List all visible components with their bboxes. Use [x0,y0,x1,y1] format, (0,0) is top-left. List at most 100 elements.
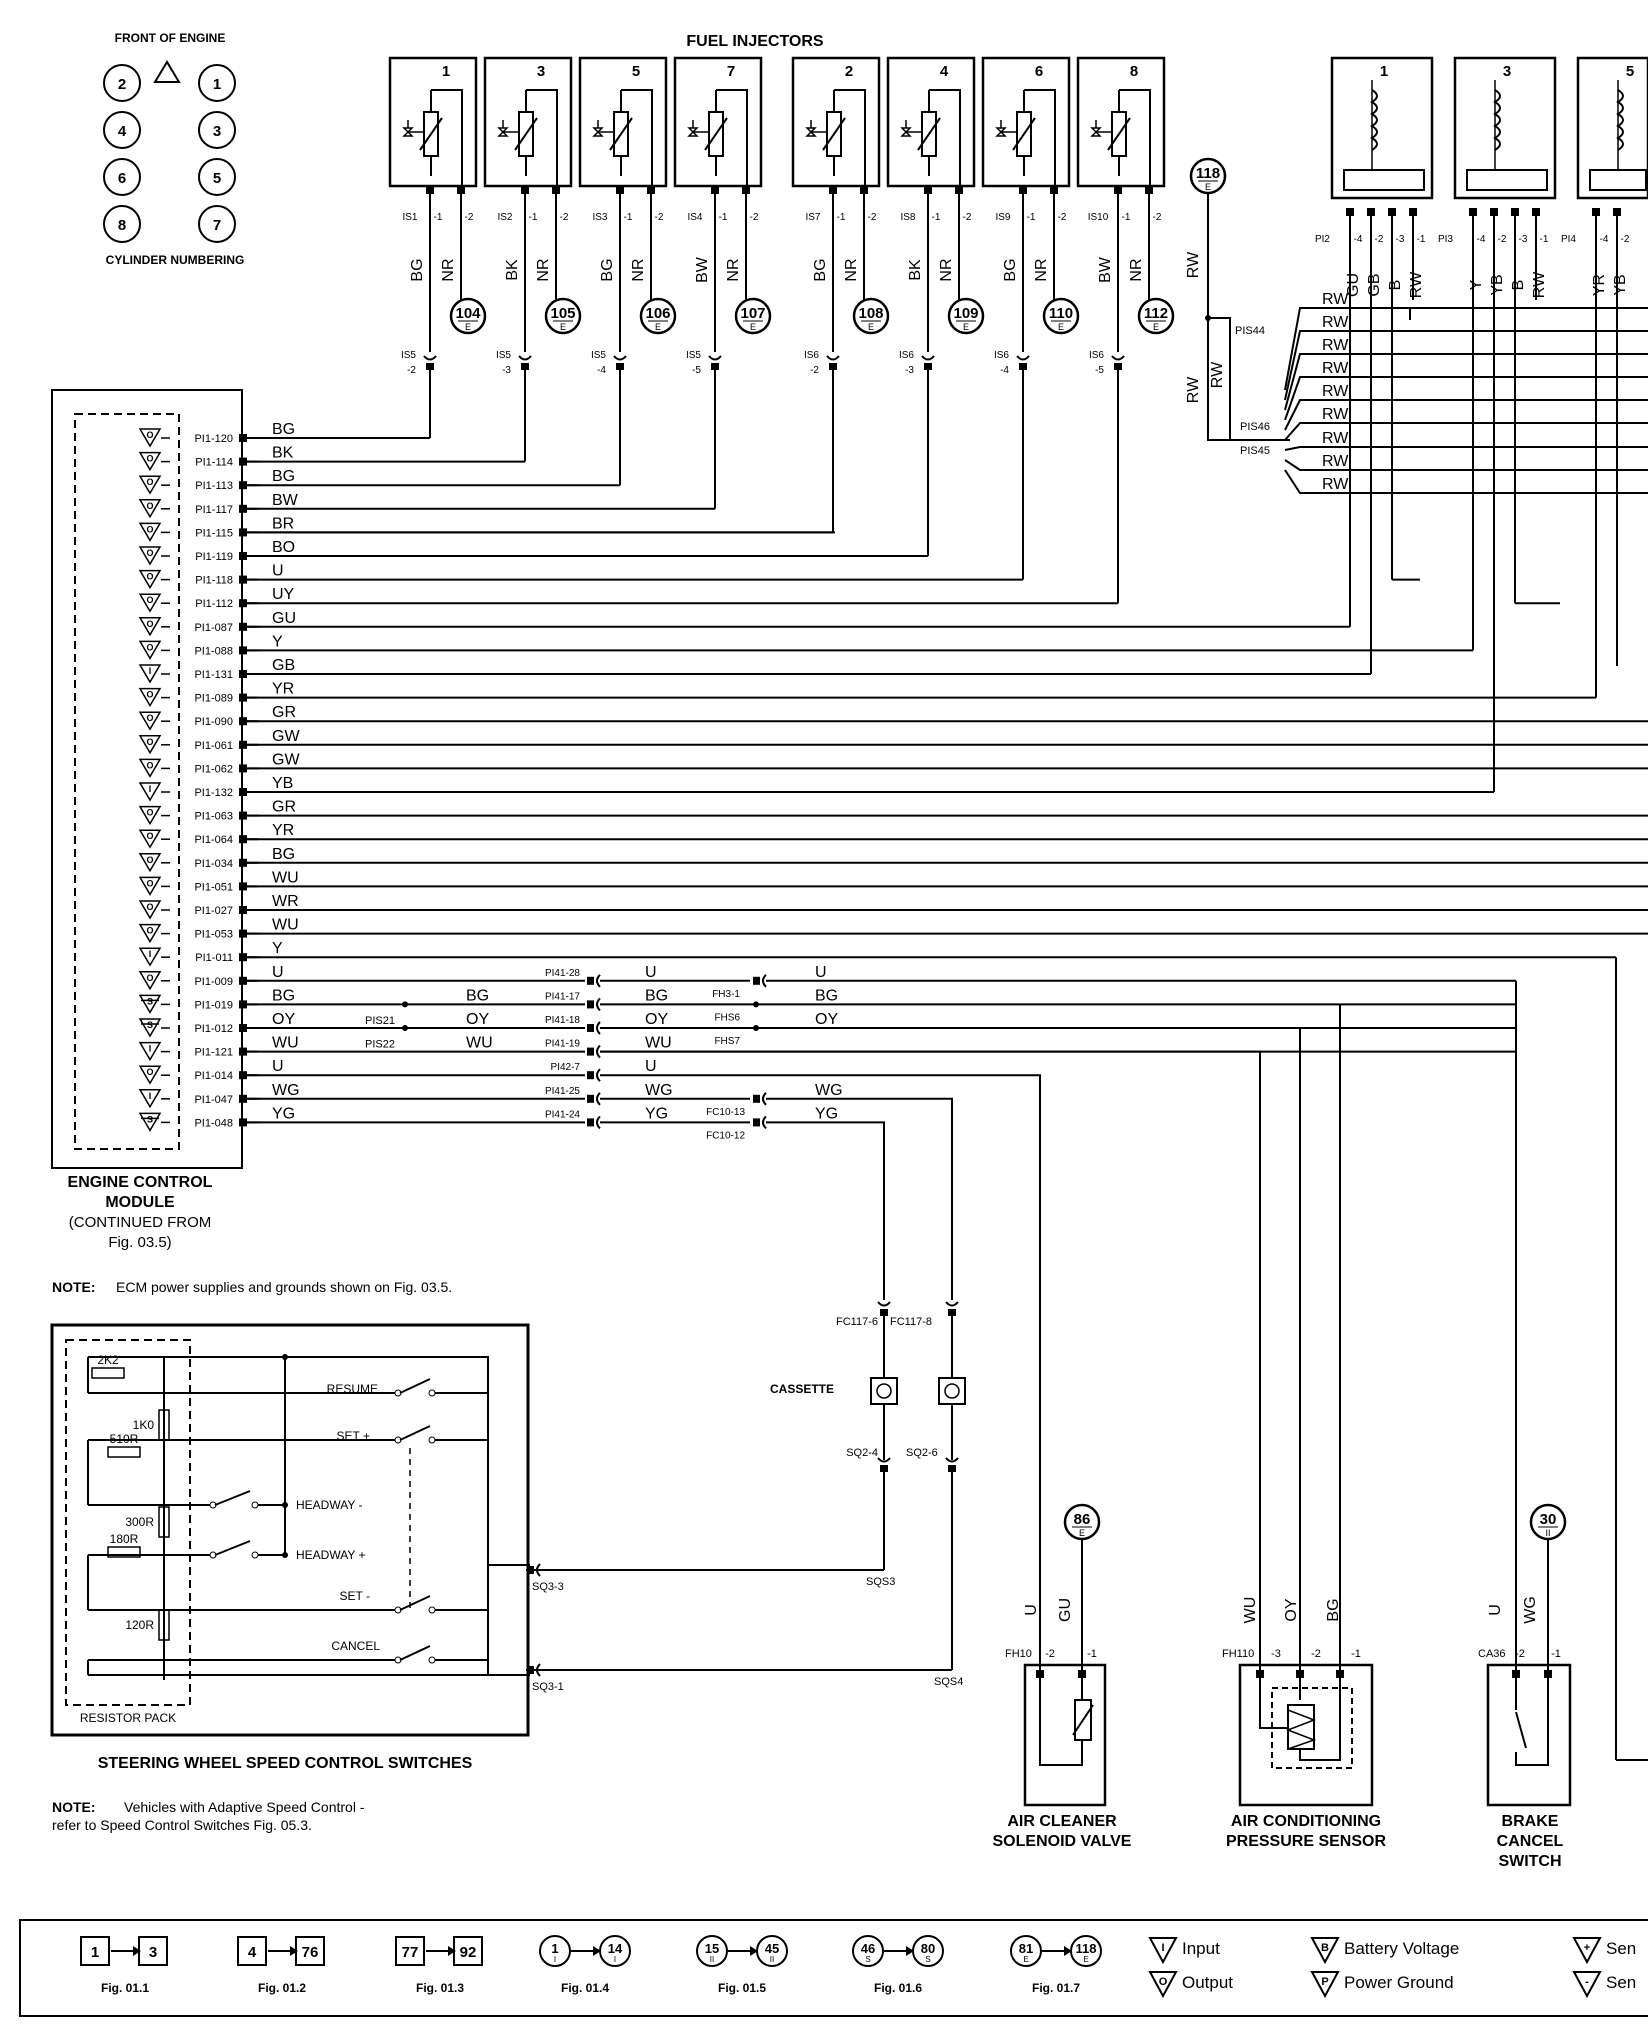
cylinder-number: 8 [118,217,126,234]
injector-pin [616,186,624,194]
ecm-pin-label: PI1-014 [194,1070,233,1082]
component-pin: -1 [1351,1648,1361,1660]
wire-color: YG [645,1105,668,1122]
wire-color: GU [272,610,296,627]
pin-type-symbol: O [146,855,153,865]
ecm-pin [239,457,247,466]
pin-type-symbol: O [146,524,153,534]
switch-contact [214,1490,251,1506]
pin-type-symbol: O [146,973,153,983]
reference-sub: E [1153,322,1159,332]
ecm-pin-label: PI1-012 [194,1023,233,1035]
inline-connector-pin: -4 [597,365,606,376]
pin-type-symbol: O [146,760,153,770]
ecm-pin-label: PI1-113 [195,480,233,492]
coil-pin [1409,208,1417,216]
cylinder-4 [103,111,141,149]
coil-pin-label: -2 [1621,234,1630,245]
ecm-pin-PI1-089: O [138,687,170,708]
ecm-pin [239,764,247,773]
coil-connector-label: PI4 [1561,234,1576,245]
coil-pin-label: -4 [1477,234,1486,245]
fuel-injector-1: 1 [388,56,478,188]
reference-number: 108 [858,305,883,322]
rw-wire [1207,318,1290,441]
pin-type-symbol: O [146,737,153,747]
component-pin [1512,1670,1520,1678]
injector-pin-label: -1 [624,212,633,223]
pin-type-symbol: O [146,501,153,511]
wire-color: WU [1242,1597,1259,1624]
inline-connector-label: PI41-18 [545,1015,580,1026]
ecm-pin-label: PI1-011 [195,952,233,964]
ecm-pin [239,434,247,442]
wire-color: RW [1209,361,1226,388]
cylinder-5 [198,158,236,196]
inline-connector-label: IS6 [804,350,819,361]
sq2-label: SQ2-4 [846,1447,878,1459]
resistor-value: 300R [125,1515,154,1529]
ecm-pin [239,976,247,985]
wire-color: BK [272,445,294,462]
injector-pin [1050,186,1058,194]
wire-color: Y [272,633,283,650]
pin-type-symbol: O [146,690,153,700]
injector-pin [647,186,655,194]
coil-pin [1388,208,1396,216]
ecm-pin [239,575,247,584]
ecm-pin [239,906,247,914]
injector-connector: IS1 [402,212,417,223]
legend-to: 118 [1076,1941,1097,1956]
injector-pin-label: -1 [1122,212,1131,223]
wire-color: YG [272,1105,295,1122]
pin-type-symbol: S [147,996,153,1006]
inline-connector-label: PI41-28 [545,968,580,979]
inline-connector-label: PI41-17 [545,991,580,1002]
note-text: refer to Speed Control Switches Fig. 05.… [52,1817,312,1833]
cassette-label: CASSETTE [770,1382,834,1396]
wire-color: WU [272,917,299,934]
injector-pin-label: -2 [655,212,664,223]
reference-sub: E [750,322,756,332]
ac-sensor-box [1238,1663,1374,1807]
inline-connector [753,1115,767,1130]
resistor-pack-box [65,1339,191,1706]
switch-label: HEADWAY - [296,1498,362,1512]
ecm-pin-PI1-112: O [138,593,170,613]
ecm-pin-label: PI1-089 [194,693,233,705]
wire-color: OY [466,1011,489,1028]
inline-connector [753,974,767,988]
component-connector: FH110 [1222,1648,1254,1660]
fc-connector-label: FC10-13 [706,1107,745,1118]
legend-from: 77 [402,1944,419,1961]
ignition-coil-3: 3 [1453,56,1557,200]
ecm-pin-label: PI1-009 [194,976,233,988]
splice-label: PIS22 [365,1039,395,1051]
wire-color: RW [1408,271,1425,298]
wire-color: OY [1283,1598,1300,1621]
coil-pin-label: -4 [1600,234,1609,245]
legend-from: 81 [1019,1941,1033,1956]
cassette-contact [944,1383,960,1399]
wire-color: U [272,1058,284,1075]
reference-number: 118 [1196,165,1220,182]
wire-color: GB [272,657,295,674]
wire-color: B [1387,280,1404,291]
switch-label: HEADWAY + [296,1548,365,1562]
inline-connector [587,1021,601,1035]
ecm-pin-label: PI1-019 [194,999,233,1011]
rw-wire [1284,307,1648,391]
ecm-pin-label: PI1-131 [194,669,233,681]
inline-connector [587,1068,601,1082]
legend-to: 92 [460,1944,477,1961]
inline-connector-pin: -5 [692,365,701,376]
reference-sub: E [560,322,566,332]
wire-color: RW [1322,337,1349,354]
inline-connector-pin: -3 [905,365,914,376]
wire-color: NR [938,258,955,281]
pin-type-symbol: I [149,949,152,959]
